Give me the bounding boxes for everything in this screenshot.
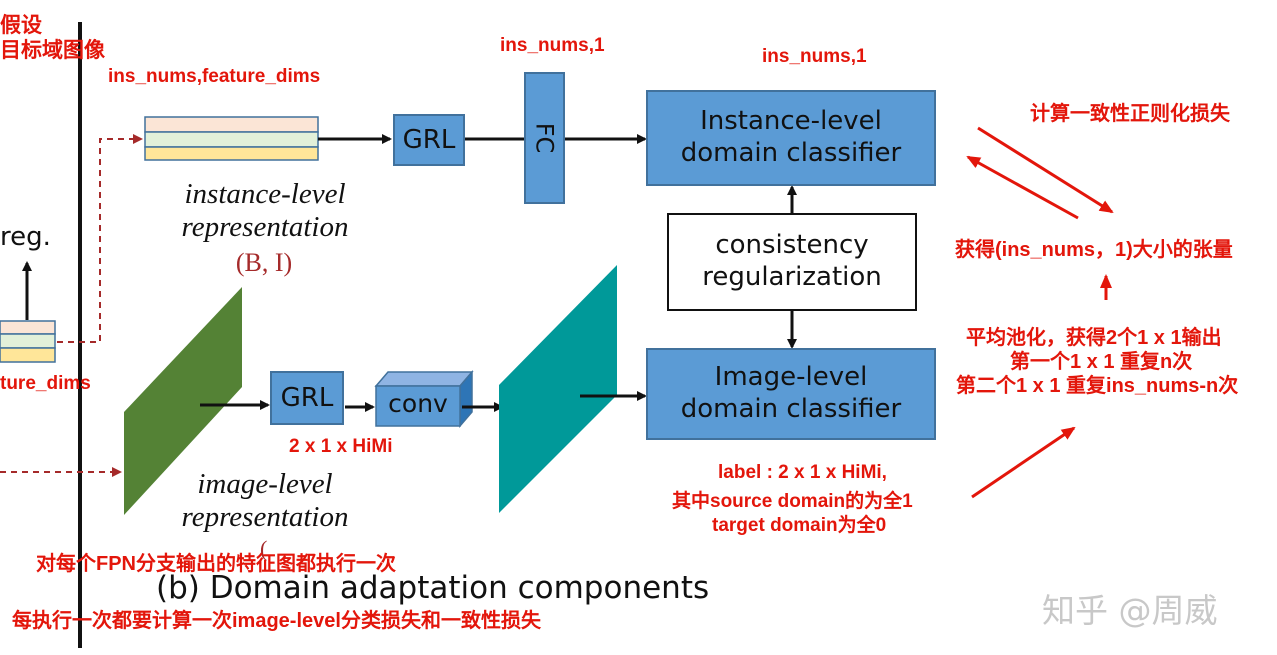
note-per-fpn: 对每个FPN分支输出的特征图都执行一次 (36, 553, 396, 575)
conv-block (374, 369, 474, 429)
note-label-2: 其中source domain的为全1 (672, 491, 913, 512)
note-each-time: 每执行一次都要计算一次image-level分类损失和一致性损失 (12, 610, 541, 632)
note-label-1: label : 2 x 1 x HiMi, (718, 462, 887, 483)
red-arrow-to-instance (966, 155, 1079, 220)
conv-label: conv (388, 389, 448, 418)
note-second-repeat: 第二个1 x 1 重复ins_nums-n次 (956, 375, 1239, 397)
dim-inst-cls-out: ins_nums,1 (762, 46, 867, 67)
red-arrow-to-tensor (977, 126, 1114, 214)
note-target-domain: 目标域图像 (0, 39, 105, 62)
conv-feature-teal (499, 265, 617, 513)
fc-label: FC (530, 122, 559, 154)
consistency-label: consistency regularization (702, 230, 882, 292)
instance-feature-stack (144, 116, 319, 161)
image-classifier-block: Image-level domain classifier (646, 348, 936, 440)
note-avg-pool: 平均池化，获得2个1 x 1输出 (966, 327, 1222, 349)
instance-rep-label: instance-level representation (181, 178, 349, 244)
dashed-arrow-instance (57, 134, 143, 343)
dim-conv-out: 2 x 1 x HiMi (289, 436, 393, 457)
note-label-3: target domain为全0 (712, 515, 887, 536)
instance-shape-label: (B, I) (235, 248, 293, 277)
note-first-repeat: 第一个1 x 1 重复n次 (1010, 351, 1193, 373)
reg-label: reg. (0, 222, 51, 252)
dim-fc-out: ins_nums,1 (500, 35, 605, 56)
grl-bottom-label: GRL (280, 383, 334, 413)
dim-left-partial: ture_dims (0, 373, 91, 394)
note-consistency-loss: 计算一致性正则化损失 (1030, 103, 1230, 125)
image-rep-label: image-level representation (181, 468, 349, 534)
image-classifier-label: Image-level domain classifier (680, 362, 902, 424)
grl-bottom-block: GRL (270, 371, 344, 425)
left-feature-stack (0, 320, 56, 363)
caption: (b) Domain adaptation components (156, 570, 710, 606)
dim-ins-feature: ins_nums,feature_dims (108, 66, 321, 87)
grl-top-block: GRL (393, 114, 465, 166)
note-assume: 假设 (0, 14, 42, 37)
image-feature-green (124, 287, 242, 515)
instance-classifier-block: Instance-level domain classifier (646, 90, 936, 186)
note-get-tensor: 获得(ins_nums，1)大小的张量 (955, 239, 1233, 261)
consistency-block: consistency regularization (667, 213, 917, 311)
instance-classifier-label: Instance-level domain classifier (680, 106, 902, 168)
grl-top-label: GRL (402, 125, 456, 155)
red-arrow-label-to-pool (971, 426, 1076, 499)
fc-block: FC (524, 72, 565, 204)
image-rep-partial: ( (260, 536, 268, 561)
watermark: 知乎 @周威 (1042, 591, 1218, 630)
